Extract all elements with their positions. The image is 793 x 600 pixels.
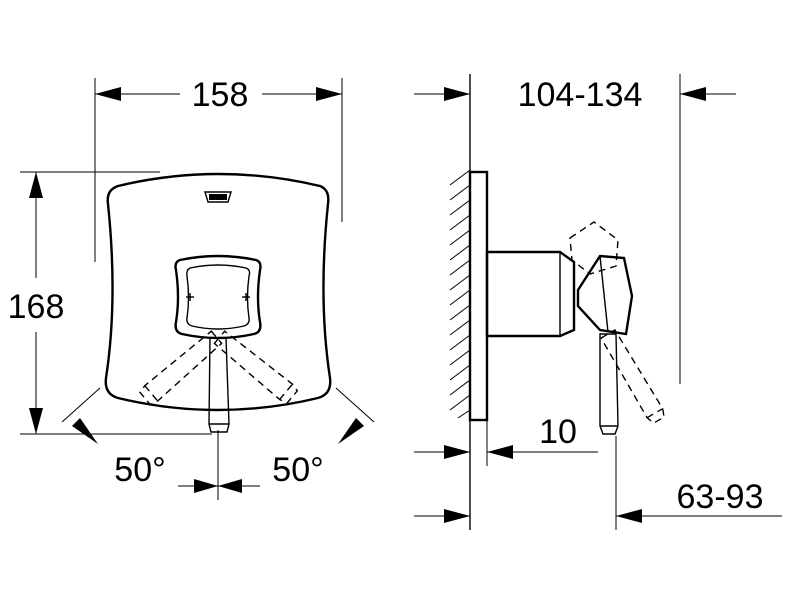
width-dimension-line bbox=[95, 87, 342, 101]
wall-hatching bbox=[449, 169, 471, 419]
indicator-slot bbox=[204, 191, 232, 203]
angle-left-label: 50° bbox=[114, 451, 165, 489]
front-height-label: 168 bbox=[8, 288, 65, 326]
height-dimension-line bbox=[29, 172, 43, 434]
lever-side-rotated-dashed bbox=[600, 329, 665, 424]
side-depth-label: 63-93 bbox=[677, 478, 764, 516]
side-view: 104-134 10 63-93 bbox=[414, 74, 782, 530]
lever-hub-rotated-dashed bbox=[569, 221, 619, 275]
thickness-dimension-line bbox=[414, 445, 598, 459]
escutcheon-plate bbox=[104, 172, 332, 412]
side-thickness-label: 10 bbox=[539, 413, 577, 451]
front-view: 158 168 bbox=[8, 76, 375, 500]
front-width-label: 158 bbox=[192, 76, 249, 114]
side-projection-label: 104-134 bbox=[518, 76, 643, 114]
angle-right-label: 50° bbox=[272, 451, 323, 489]
lever-hub-side bbox=[576, 254, 634, 336]
projection-dimension-line bbox=[414, 87, 736, 101]
cartridge-housing bbox=[485, 250, 576, 338]
plate-profile bbox=[468, 170, 489, 422]
lever-solid bbox=[208, 337, 230, 433]
handle-hub-inner bbox=[186, 264, 251, 330]
handle-hub-outer bbox=[174, 254, 262, 340]
depth-dimension-line bbox=[414, 509, 782, 523]
lever-side-solid bbox=[599, 333, 619, 435]
lever-rotated-left-dashed bbox=[139, 330, 223, 406]
lever-hub-edge bbox=[599, 255, 609, 333]
hub-screw-marks bbox=[186, 293, 250, 301]
angle-dimension bbox=[61, 387, 375, 500]
lever-rotated-right-dashed bbox=[213, 330, 299, 404]
